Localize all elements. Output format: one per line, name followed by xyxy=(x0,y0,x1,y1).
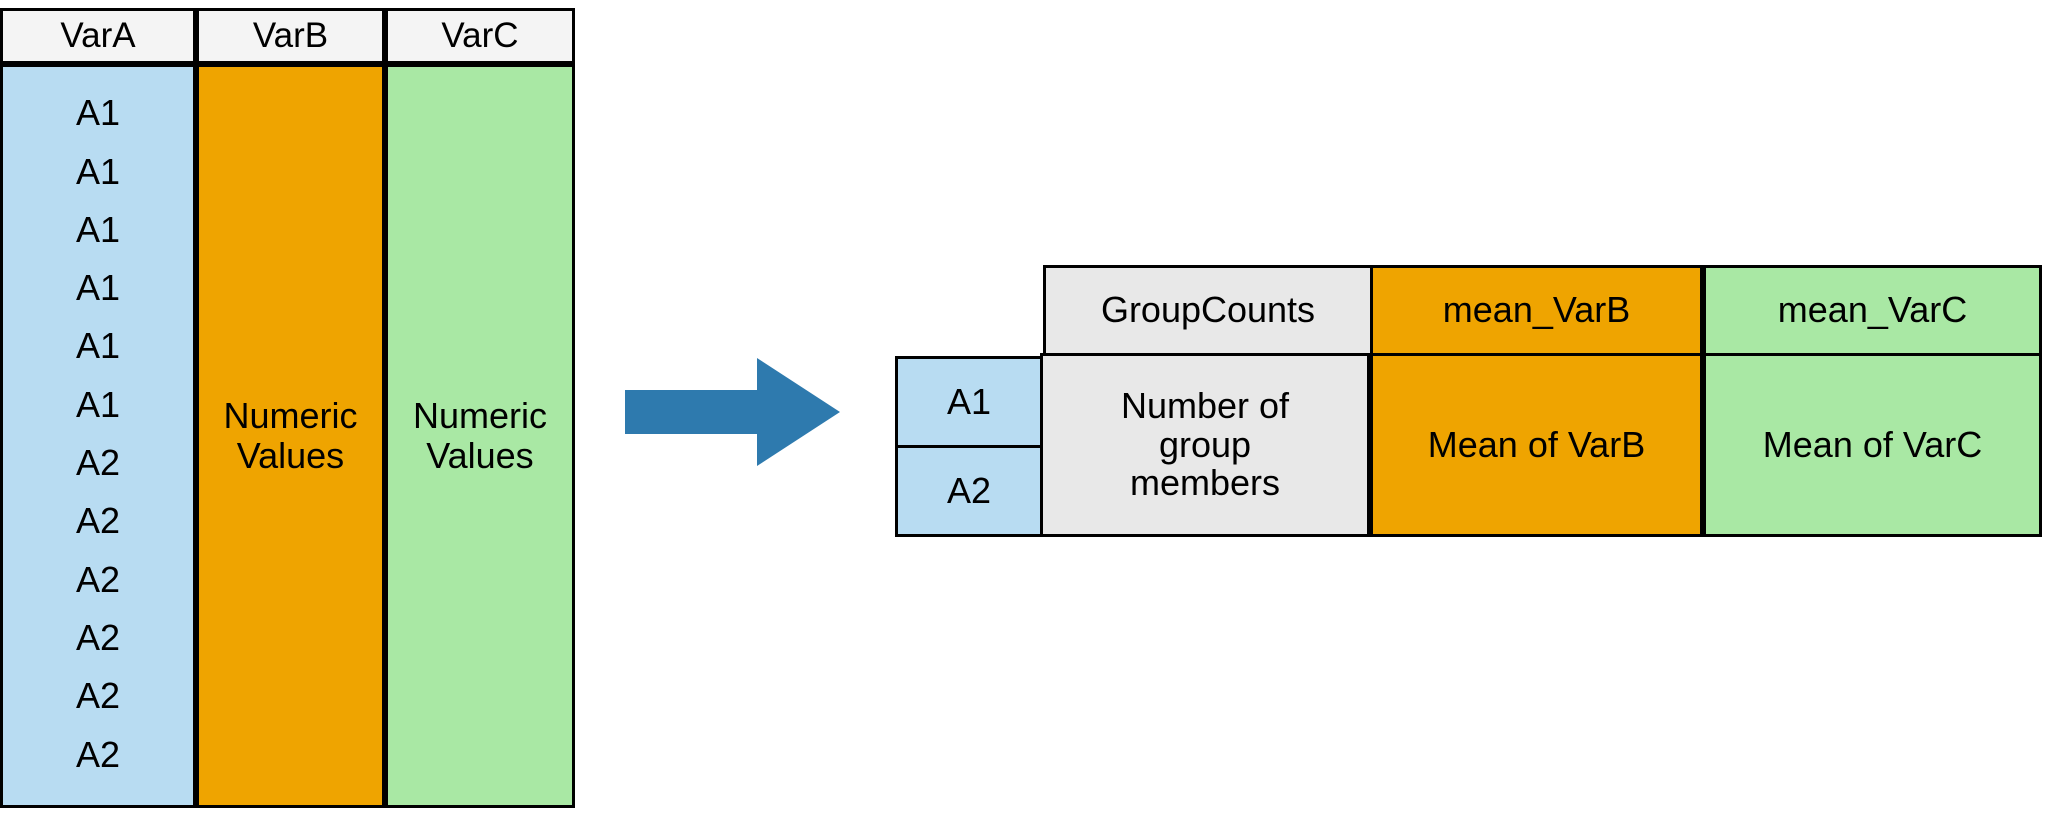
group-summary-table: GroupCounts mean_VarB mean_VarC A1 A2 Nu… xyxy=(895,265,2045,540)
input-vara-value: A1 xyxy=(75,383,121,425)
input-vara-value: A2 xyxy=(75,733,121,775)
input-varb-placeholder: Numeric Values xyxy=(223,394,358,476)
summary-cell-mean-varc: Mean of VarC xyxy=(1703,353,2042,537)
input-vara-value: A2 xyxy=(75,442,121,484)
summary-cell-groupcounts: Number of group members xyxy=(1040,353,1370,537)
input-header-varb: VarB xyxy=(196,8,385,64)
input-vara-value: A1 xyxy=(75,208,121,250)
input-vara-value: A1 xyxy=(75,267,121,309)
right-arrow-icon xyxy=(625,358,840,466)
input-vara-value: A2 xyxy=(75,500,121,542)
summary-row-key-a2: A2 xyxy=(895,445,1043,537)
transformation-arrow xyxy=(625,358,840,466)
input-vara-value: A1 xyxy=(75,92,121,134)
input-vara-value: A1 xyxy=(75,325,121,367)
input-varc-placeholder: Numeric Values xyxy=(412,394,547,476)
input-column-varb-body: Numeric Values xyxy=(196,64,385,808)
summary-header-mean-varc: mean_VarC xyxy=(1703,265,2042,356)
input-vara-value: A2 xyxy=(75,675,121,717)
input-vara-value: A1 xyxy=(75,150,121,192)
input-header-vara: VarA xyxy=(0,8,196,64)
summary-cell-mean-varb: Mean of VarB xyxy=(1370,353,1703,537)
input-vara-value: A2 xyxy=(75,616,121,658)
input-header-varc: VarC xyxy=(385,8,575,64)
summary-header-groupcounts: GroupCounts xyxy=(1043,265,1373,356)
input-column-varc-body: Numeric Values xyxy=(385,64,575,808)
input-vara-value: A2 xyxy=(75,558,121,600)
summary-header-mean-varb: mean_VarB xyxy=(1370,265,1703,356)
summary-row-key-a1: A1 xyxy=(895,356,1043,448)
